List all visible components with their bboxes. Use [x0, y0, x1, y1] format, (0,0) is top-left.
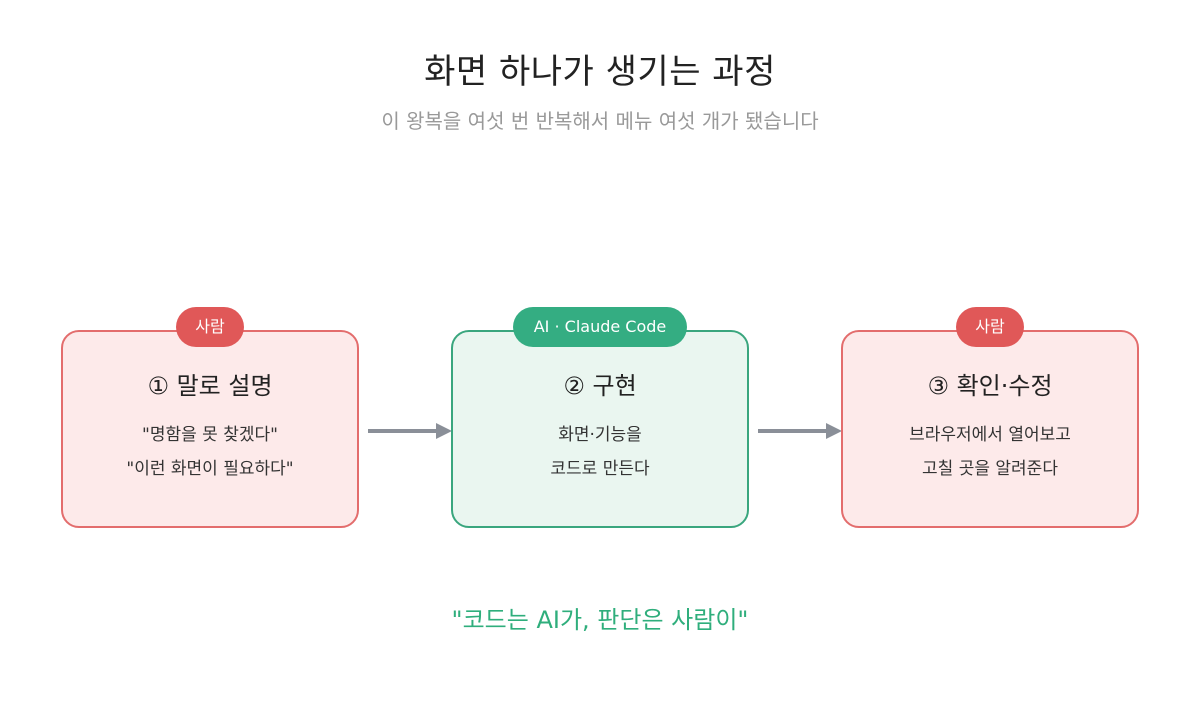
step-card-implement: ② 구현 화면·기능을 코드로 만든다 — [451, 330, 749, 528]
page-title: 화면 하나가 생기는 과정 — [424, 52, 776, 92]
arrow-right-icon — [758, 423, 842, 439]
step-title: ② 구현 — [563, 372, 637, 400]
step-description-line: "이런 화면이 필요하다" — [126, 459, 294, 479]
step-card-explain: ① 말로 설명 "명함을 못 찾겠다" "이런 화면이 필요하다" — [61, 330, 359, 528]
page-subtitle: 이 왕복을 여섯 번 반복해서 메뉴 여섯 개가 됐습니다 — [381, 109, 819, 133]
arrow-right-icon — [368, 423, 452, 439]
role-badge-human: 사람 — [956, 307, 1024, 347]
step-description-line: "명함을 못 찾겠다" — [142, 425, 278, 445]
role-badge-ai: AI · Claude Code — [513, 307, 687, 347]
step-description-line: 고칠 곳을 알려준다 — [922, 459, 1058, 479]
closing-quote: "코드는 AI가, 판단은 사람이" — [451, 606, 749, 634]
role-badge-human: 사람 — [176, 307, 244, 347]
step-title: ① 말로 설명 — [147, 372, 273, 400]
step-description-line: 화면·기능을 — [558, 425, 642, 445]
step-description-line: 코드로 만든다 — [550, 459, 650, 479]
step-card-review: ③ 확인·수정 브라우저에서 열어보고 고칠 곳을 알려준다 — [841, 330, 1139, 528]
step-description-line: 브라우저에서 열어보고 — [909, 425, 1071, 445]
step-title: ③ 확인·수정 — [927, 372, 1053, 400]
